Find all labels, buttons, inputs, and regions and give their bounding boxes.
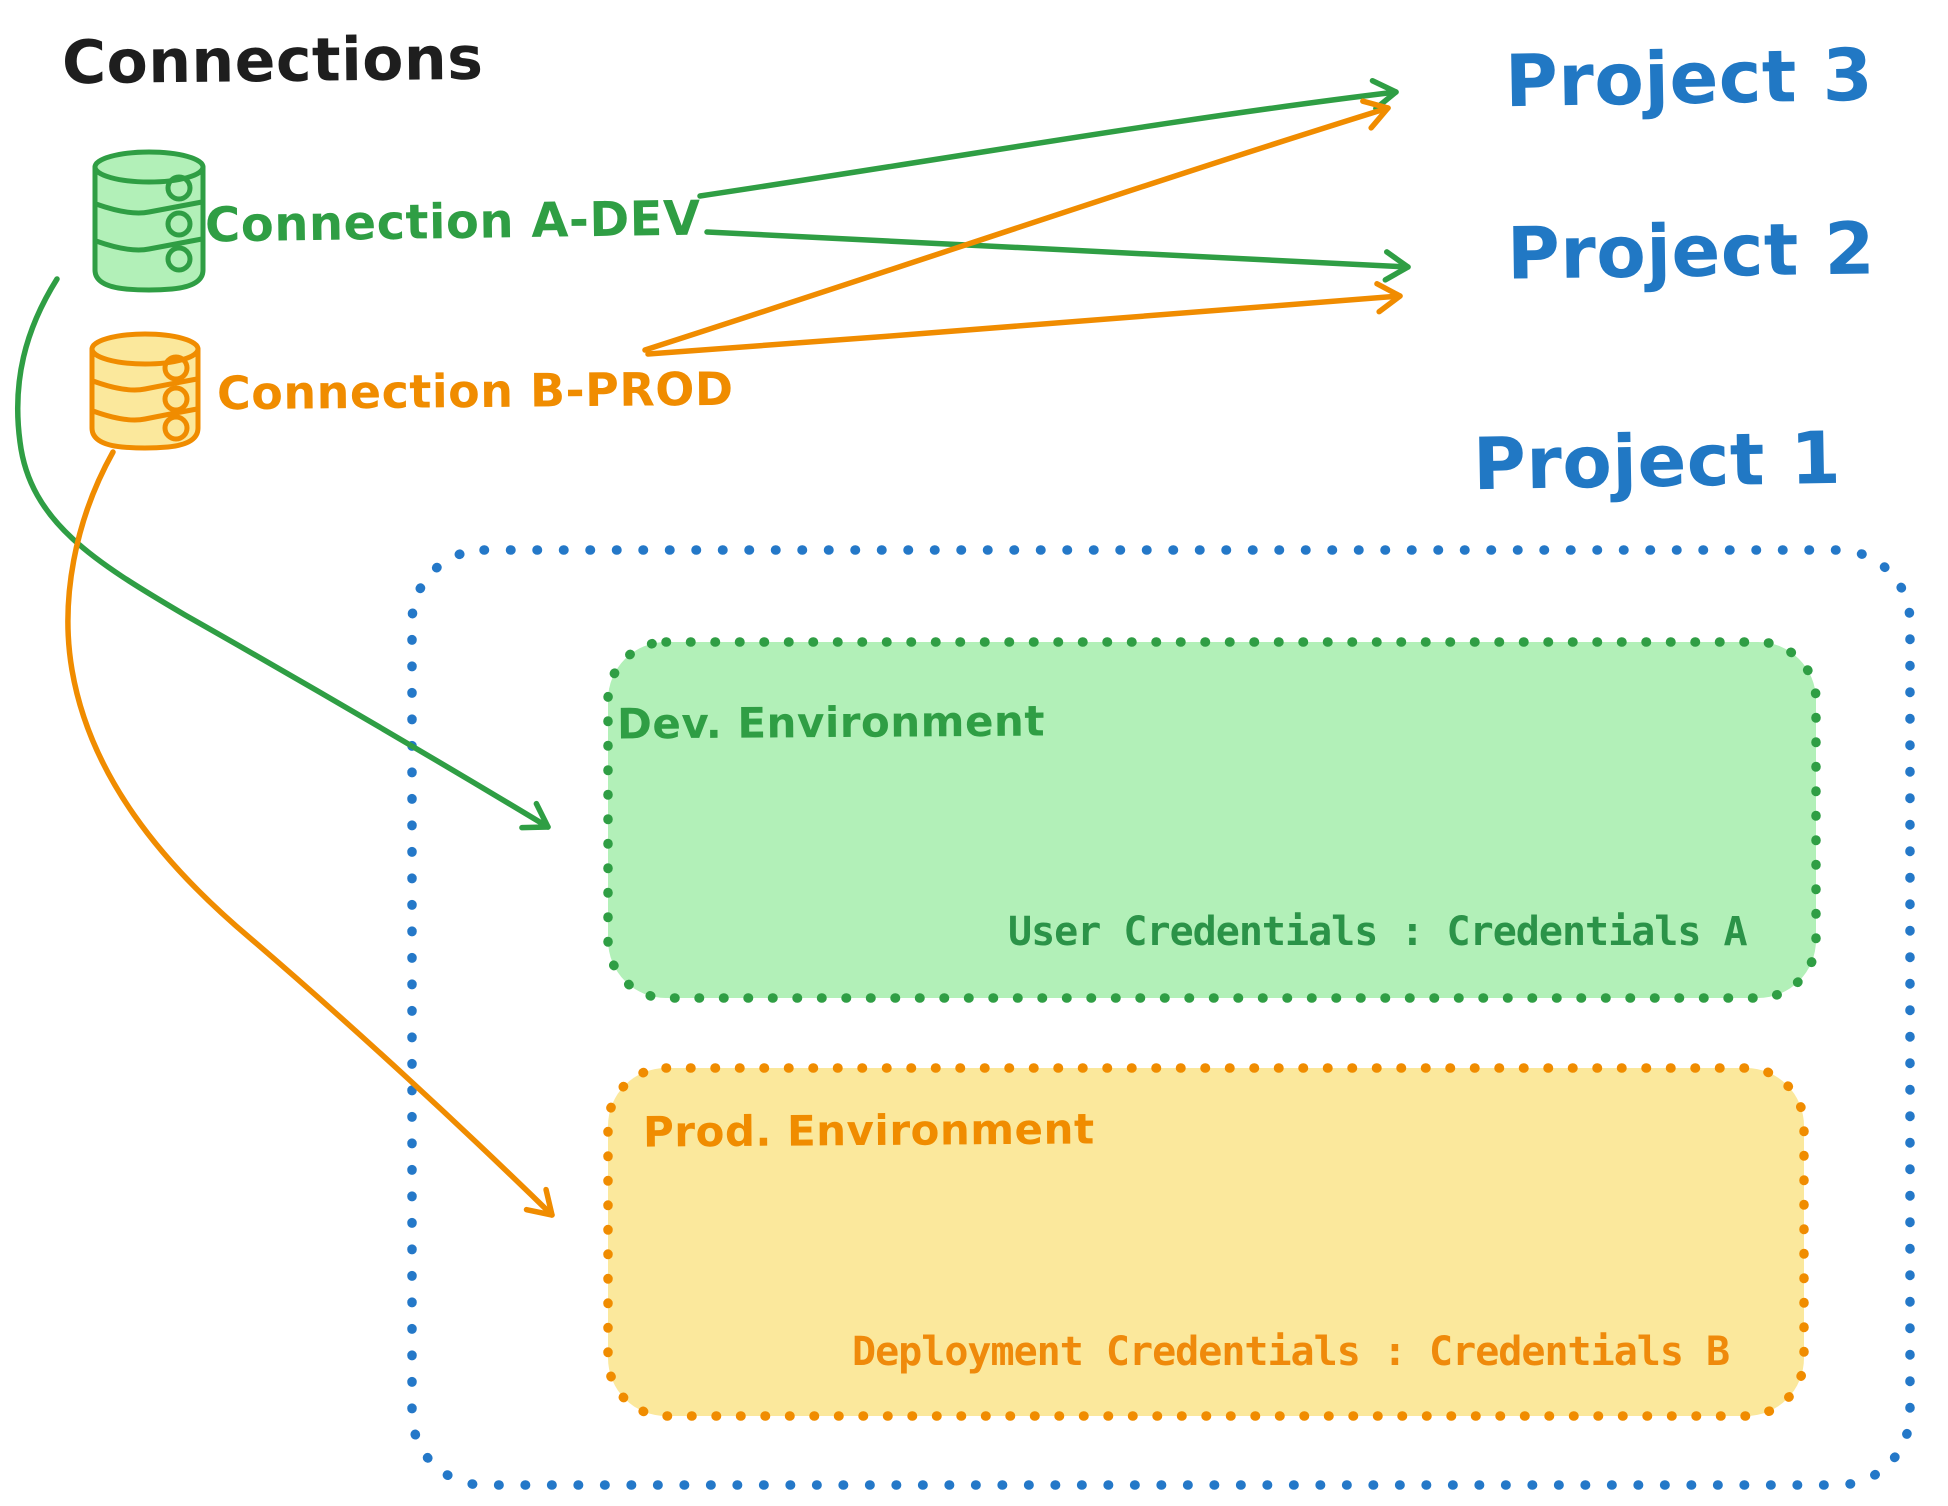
prod-environment-box <box>603 1063 1809 1421</box>
diagram-title: Connections <box>61 23 484 99</box>
database-icon <box>89 331 201 451</box>
arrow-b-prod-to-project3 <box>642 98 1391 353</box>
arrow-a-dev-to-dev-environment <box>14 276 551 831</box>
dev-credentials-text: User Credentials : Credentials A <box>1008 909 1748 955</box>
connection-a-dev-label: Connection A-DEV <box>204 190 702 254</box>
prod-credentials-text: Deployment Credentials : Credentials B <box>852 1329 1730 1375</box>
arrow-a-dev-to-project3 <box>697 77 1399 199</box>
project-3-label: Project 3 <box>1504 32 1874 124</box>
connection-b-prod-label: Connection B-PROD <box>216 361 734 421</box>
project1-container-box <box>407 545 1915 1490</box>
arrow-b-prod-to-prod-environment <box>65 449 555 1218</box>
prod-environment-label: Prod. Environment <box>642 1104 1095 1157</box>
arrow-b-prod-to-project2 <box>645 281 1403 357</box>
dev-environment-box <box>603 637 1821 1003</box>
arrow-a-dev-to-project2 <box>704 229 1411 283</box>
database-icon <box>92 149 206 293</box>
project-1-label: Project 1 <box>1472 415 1842 507</box>
project-2-label: Project 2 <box>1506 206 1876 296</box>
dev-environment-label: Dev. Environment <box>616 696 1046 749</box>
